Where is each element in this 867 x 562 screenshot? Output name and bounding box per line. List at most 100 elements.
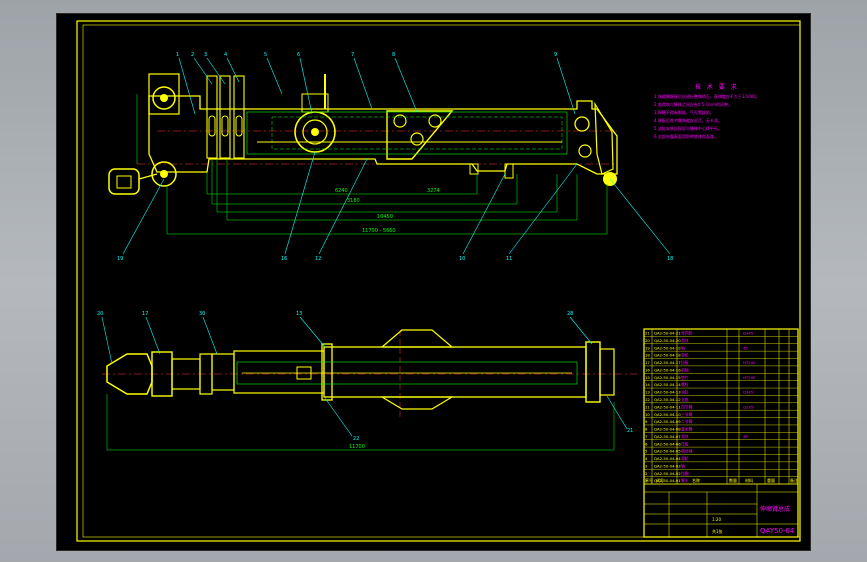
bom-cell-no: 2 (645, 471, 648, 476)
bom-cell-no: 5 (645, 449, 648, 454)
bom-cell-code: QA2-50-04-09 (654, 419, 681, 424)
bom-cell-code: QA2-50-04-11 (654, 404, 681, 409)
balloon-30: 30 (199, 311, 205, 317)
boom-section-2 (323, 346, 587, 398)
bom-header-no: 序号 (645, 477, 653, 483)
bom-cell-name: 滑块 (681, 434, 689, 439)
head-pulley-upper-hub (160, 94, 168, 102)
bom-cell-code: QA2-50-04-14 (654, 382, 681, 387)
balloon-20: 20 (97, 311, 103, 317)
bom-cell-name: 挡板 (681, 360, 689, 365)
head-pulley-lower-hub (160, 170, 168, 178)
tail-cap (599, 348, 615, 396)
piston (296, 366, 312, 380)
bom-header-mat: 材料 (745, 477, 753, 483)
bom-cell-name: 垫片 (681, 375, 689, 380)
bom-header-note: 备注 (790, 477, 798, 483)
bom-cell-code: QA2-50-04-05 (654, 449, 681, 454)
bom-cell-code: QA2-50-04-13 (654, 390, 681, 395)
bom-grid (651, 329, 790, 484)
slot-2 (221, 115, 229, 137)
balloon-5: 5 (264, 52, 267, 58)
winch-drum-hub (311, 128, 319, 136)
bom-cell-no: 4 (645, 456, 648, 461)
bom-header-wt: 重量 (767, 477, 775, 483)
bom-cell-material: 45 (743, 434, 748, 439)
bom-cell-name: 三节臂 (681, 412, 693, 417)
under-lug-2 (504, 163, 514, 179)
bom-cell-no: 15 (645, 375, 650, 380)
bottom-view: 11700 20 17 30 13 28 22 21 (97, 311, 637, 451)
slot-3 (235, 115, 243, 137)
bom-cell-name: 轴 (681, 345, 685, 350)
bom-cell-code: QA2-50-04-04 (654, 456, 681, 461)
under-lug-1 (469, 163, 479, 175)
title-block-sheet: 共1张 (712, 528, 723, 534)
balloon-11: 11 (506, 256, 512, 262)
slide-block-1 (206, 75, 218, 159)
bom-cell-no: 19 (645, 345, 650, 350)
tail-flange (585, 341, 601, 403)
bom-cell-no: 16 (645, 367, 650, 372)
bottom-dim-11700: 11700 (349, 444, 365, 450)
bom-cell-no: 20 (645, 338, 650, 343)
bom-cell-code: QA2-50-04-15 (654, 375, 681, 380)
bom-cell-name: 油缸 (681, 390, 689, 395)
bom-cell-name: 滑轮 (681, 353, 689, 358)
bom-cell-no: 1 (645, 478, 648, 483)
tech-req-line-6: 6.全部外露表面涂防锈底漆和面漆。 (654, 133, 718, 139)
gusset-hole-3 (428, 114, 442, 128)
bom-cell-material: HT200 (743, 360, 756, 365)
bom-cell-name: 支座 (681, 397, 689, 402)
bom-cell-code: QA2-50-04-02 (654, 471, 681, 476)
inner-frame (82, 24, 801, 538)
dim-6240: 6240 (335, 188, 348, 194)
balloon-19: 19 (117, 256, 123, 262)
slot-1 (208, 115, 216, 137)
head-pulley-lower (151, 161, 177, 187)
outer-frame (76, 20, 801, 542)
balloon-13: 13 (296, 311, 302, 317)
title-block (644, 484, 798, 537)
bom-cell-material: Q345 (743, 331, 754, 336)
dim-3274: 3274 (427, 188, 440, 194)
balloon-9: 9 (554, 52, 557, 58)
tail-pivot-2 (578, 144, 592, 158)
bom-cell-material: 45 (743, 345, 748, 350)
tech-req-line-4: 4.装配后各节臂伸缩应灵活、无卡滞。 (654, 117, 722, 123)
top-leaders (122, 57, 671, 255)
balloon-16: 16 (281, 256, 287, 262)
balloon-22: 22 (353, 436, 359, 442)
balloon-28: 28 (567, 311, 573, 317)
balloon-21: 21 (627, 428, 633, 434)
bom-cell-name: 滑块 (681, 338, 689, 343)
bom-cell-name: 滑轮 (681, 456, 689, 461)
bottom-leaders (101, 316, 628, 437)
bom-cell-code: QA2-50-04-20 (654, 338, 681, 343)
bom-cell-no: 7 (645, 434, 648, 439)
bom-cell-no: 17 (645, 360, 650, 365)
bom-cell-no: 3 (645, 463, 648, 468)
tech-req-line-5: 5.油缸安装应保证与臂体中心线平行。 (654, 125, 722, 131)
head-pulley-upper (152, 86, 176, 110)
bom-cell-material: Q235 (743, 404, 754, 409)
top-view: 6240 3274 3180 10450 11700 - 5660 1 2 3 … (108, 52, 673, 262)
title-block-code: QAY50-04 (760, 527, 795, 535)
bom-cell-no: 21 (645, 331, 650, 336)
balloon-1: 1 (176, 52, 179, 58)
tech-req-line-3: 3.焊缝不得有裂纹、气孔等缺陷。 (654, 109, 714, 115)
tech-req-title: 技 术 要 求 (695, 83, 739, 91)
top-dimensions (136, 94, 608, 235)
bom-header-name: 名称 (692, 477, 700, 483)
dim-10450: 10450 (377, 214, 393, 220)
balloon-4: 4 (224, 52, 227, 58)
bom-cell-code: QA2-50-04-08 (654, 427, 681, 432)
cad-viewport[interactable]: 6240 3274 3180 10450 11700 - 5660 1 2 3 … (56, 13, 811, 551)
bom-cell-code: QA2-50-04-21 (654, 331, 681, 336)
dim-11700: 11700 - 5660 (362, 228, 396, 234)
bom-cell-no: 12 (645, 397, 650, 402)
bom-cell-code: QA2-50-04-06 (654, 441, 681, 446)
bom-cell-name: 螺栓 (681, 382, 689, 387)
